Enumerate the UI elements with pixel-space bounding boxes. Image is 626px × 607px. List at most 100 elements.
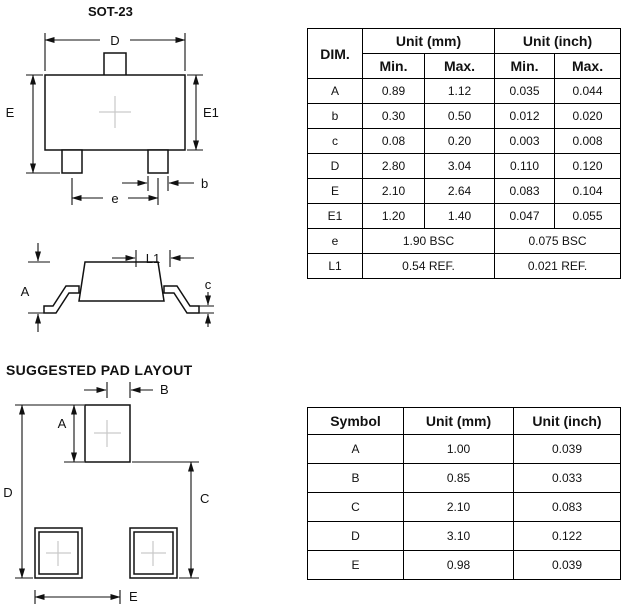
value-cell: 0.020 bbox=[554, 103, 622, 129]
pad-layout-table: Symbol Unit (mm) Unit (inch) A 1.00 0.03… bbox=[307, 407, 621, 580]
dim-ext-E1 bbox=[187, 74, 203, 151]
col-header-unit-mm: Unit (mm) bbox=[361, 28, 496, 54]
value-cell: 0.039 bbox=[513, 550, 621, 580]
value-cell: 0.120 bbox=[554, 153, 622, 179]
value-cell: 0.003 bbox=[494, 128, 556, 154]
value-cell: 1.40 bbox=[423, 203, 496, 229]
dim-cell: e bbox=[307, 228, 363, 254]
col-header-unit-inch: Unit (inch) bbox=[513, 407, 621, 435]
table-row: e 1.90 BSC 0.075 BSC bbox=[307, 228, 622, 254]
value-cell: 0.033 bbox=[513, 463, 621, 493]
value-cell: 0.122 bbox=[513, 521, 621, 551]
value-cell: 0.30 bbox=[362, 103, 425, 129]
col-header-mm-max: Max. bbox=[423, 53, 496, 79]
table-header-row: Symbol Unit (mm) Unit (inch) bbox=[307, 407, 621, 435]
dim-cell: E bbox=[307, 178, 363, 204]
right-lead bbox=[147, 149, 169, 174]
value-cell: 0.110 bbox=[494, 153, 556, 179]
value-cell: 0.044 bbox=[554, 78, 622, 104]
col-header-dim: DIM. bbox=[307, 28, 363, 79]
dim-cell: b bbox=[307, 103, 363, 129]
pad-bottom-right-crosshair bbox=[141, 541, 166, 566]
table-row: C 2.10 0.083 bbox=[307, 492, 621, 522]
value-cell: 0.08 bbox=[362, 128, 425, 154]
pad-bottom-left-crosshair bbox=[46, 541, 71, 566]
dim-cell: D bbox=[307, 153, 363, 179]
pad-layout-drawing: B A D C E bbox=[3, 382, 209, 604]
symbol-cell: A bbox=[307, 434, 404, 464]
table-row: D 2.80 3.04 0.110 0.120 bbox=[307, 153, 622, 179]
value-cell: 2.80 bbox=[362, 153, 425, 179]
symbol-cell: C bbox=[307, 492, 404, 522]
symbol-cell: B bbox=[307, 463, 404, 493]
value-cell: 2.10 bbox=[362, 178, 425, 204]
col-header-symbol: Symbol bbox=[307, 407, 404, 435]
value-cell: 1.00 bbox=[403, 434, 514, 464]
pad-top-crosshair bbox=[94, 420, 121, 447]
dim-label-E: E bbox=[6, 105, 15, 120]
package-title: SOT-23 bbox=[88, 4, 133, 19]
value-cell-span: 0.021 REF. bbox=[494, 253, 622, 279]
table-row: E 0.98 0.039 bbox=[307, 550, 621, 580]
dim-label-b: b bbox=[201, 176, 208, 191]
gullwing-lead-left bbox=[43, 285, 80, 314]
value-cell: 0.047 bbox=[494, 203, 556, 229]
value-cell: 1.20 bbox=[362, 203, 425, 229]
table-row: A 1.00 0.039 bbox=[307, 434, 621, 464]
value-cell-span: 0.54 REF. bbox=[361, 253, 496, 279]
value-cell: 3.10 bbox=[403, 521, 514, 551]
symbol-cell: E bbox=[307, 550, 404, 580]
value-cell: 2.10 bbox=[403, 492, 514, 522]
value-cell: 0.083 bbox=[494, 178, 556, 204]
dim-label-pad-E: E bbox=[129, 589, 138, 604]
dim-cell: c bbox=[307, 128, 363, 154]
dim-label-c: c bbox=[205, 277, 212, 292]
left-lead bbox=[61, 149, 83, 174]
dimension-table: DIM. Unit (mm) Unit (inch) Min. Max. Min… bbox=[307, 28, 622, 279]
dim-label-e: e bbox=[111, 191, 118, 206]
col-header-inch-min: Min. bbox=[494, 53, 556, 79]
value-cell: 0.039 bbox=[513, 434, 621, 464]
dim-cell: E1 bbox=[307, 203, 363, 229]
col-header-inch-max: Max. bbox=[554, 53, 622, 79]
table-row: A 0.89 1.12 0.035 0.044 bbox=[307, 78, 622, 104]
symbol-cell: D bbox=[307, 521, 404, 551]
value-cell: 2.64 bbox=[423, 178, 496, 204]
col-header-mm-min: Min. bbox=[362, 53, 425, 79]
side-view-drawing: A L1 c bbox=[21, 243, 214, 332]
dim-label-E1: E1 bbox=[203, 105, 219, 120]
pad-layout-heading: SUGGESTED PAD LAYOUT bbox=[6, 362, 193, 378]
value-cell-span: 0.075 BSC bbox=[494, 228, 622, 254]
value-cell: 0.035 bbox=[494, 78, 556, 104]
value-cell: 0.055 bbox=[554, 203, 622, 229]
value-cell: 0.50 bbox=[423, 103, 496, 129]
value-cell: 0.89 bbox=[362, 78, 425, 104]
dim-label-pad-A: A bbox=[58, 416, 67, 431]
col-header-unit-mm: Unit (mm) bbox=[403, 407, 514, 435]
value-cell: 0.083 bbox=[513, 492, 621, 522]
table-row: D 3.10 0.122 bbox=[307, 521, 621, 551]
center-crosshair bbox=[99, 96, 131, 128]
value-cell-span: 1.90 BSC bbox=[361, 228, 496, 254]
dim-label-pad-D: D bbox=[3, 485, 12, 500]
dim-ticks-pad-B bbox=[106, 382, 131, 398]
dim-ext-c bbox=[199, 305, 214, 314]
gullwing-lead-right bbox=[163, 285, 200, 314]
dim-ticks-L1 bbox=[135, 250, 171, 267]
value-cell: 0.008 bbox=[554, 128, 622, 154]
value-cell: 0.20 bbox=[423, 128, 496, 154]
top-view-drawing: D E E1 b e bbox=[6, 33, 219, 206]
dim-label-pad-B: B bbox=[160, 382, 169, 397]
dim-cell: L1 bbox=[307, 253, 363, 279]
value-cell: 0.98 bbox=[403, 550, 514, 580]
dim-label-pad-C: C bbox=[200, 491, 209, 506]
col-header-unit-inch: Unit (inch) bbox=[494, 28, 622, 54]
top-tab-lead bbox=[103, 52, 127, 78]
table-header-row: DIM. Unit (mm) Unit (inch) bbox=[307, 28, 622, 79]
table-row: E1 1.20 1.40 0.047 0.055 bbox=[307, 203, 622, 229]
value-cell: 0.012 bbox=[494, 103, 556, 129]
value-cell: 3.04 bbox=[423, 153, 496, 179]
dim-cell: A bbox=[307, 78, 363, 104]
